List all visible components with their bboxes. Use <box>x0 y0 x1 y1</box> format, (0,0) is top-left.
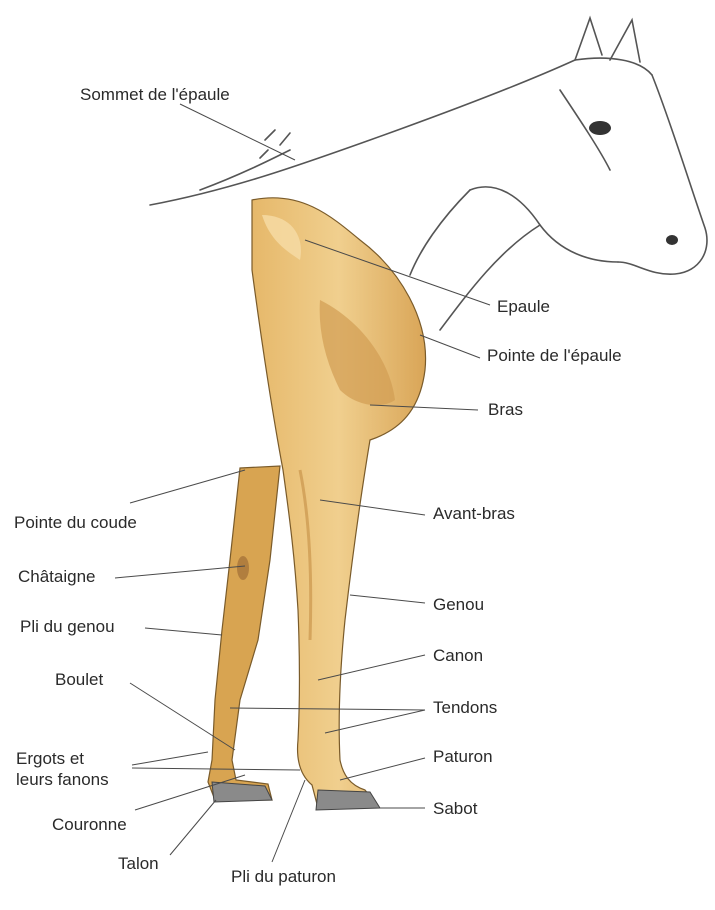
label-avant-bras: Avant-bras <box>433 503 515 524</box>
label-ergots-line1: Ergots et <box>16 748 146 769</box>
label-couronne: Couronne <box>52 814 127 835</box>
label-genou: Genou <box>433 594 484 615</box>
label-ergots: Ergots et leurs fanons <box>16 748 146 790</box>
label-sommet-epaule: Sommet de l'épaule <box>80 84 230 105</box>
label-pointe-coude: Pointe du coude <box>14 512 137 533</box>
label-pli-genou: Pli du genou <box>20 616 115 637</box>
label-epaule: Epaule <box>497 296 550 317</box>
label-tendons: Tendons <box>433 697 497 718</box>
label-pli-paturon: Pli du paturon <box>231 866 336 887</box>
label-ergots-line2: leurs fanons <box>16 769 146 790</box>
label-canon: Canon <box>433 645 483 666</box>
label-paturon: Paturon <box>433 746 493 767</box>
label-boulet: Boulet <box>55 669 103 690</box>
label-pointe-epaule: Pointe de l'épaule <box>487 345 622 366</box>
label-talon: Talon <box>118 853 159 874</box>
label-sabot: Sabot <box>433 798 477 819</box>
label-chataigne: Châtaigne <box>18 566 96 587</box>
label-bras: Bras <box>488 399 523 420</box>
foreleg <box>208 198 426 810</box>
